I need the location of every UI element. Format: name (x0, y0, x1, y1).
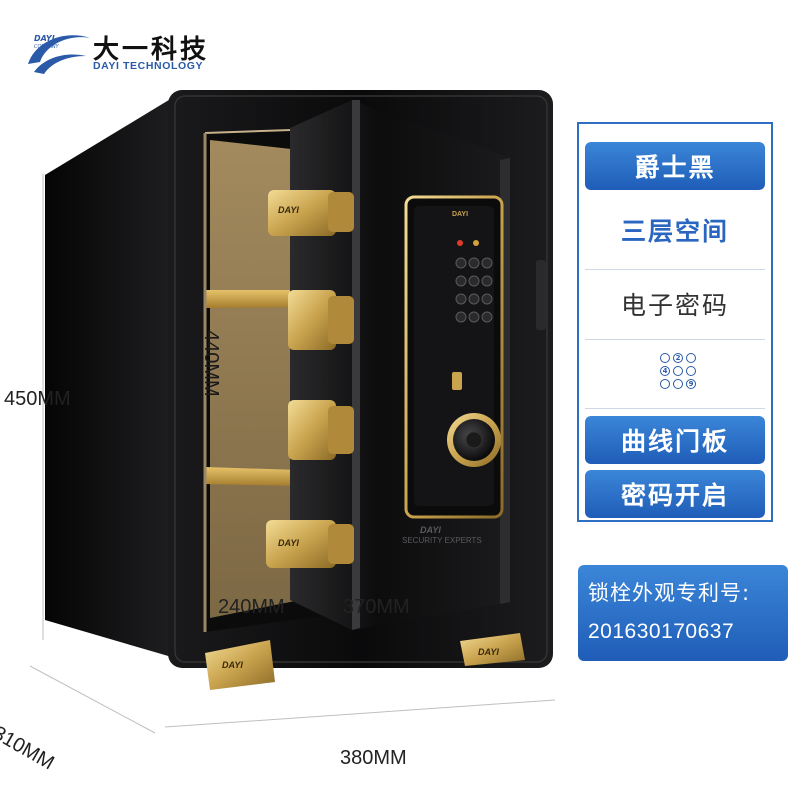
brand-name-cn: 大一科技 (93, 35, 210, 65)
electronic-lock-panel: DAYI (404, 195, 504, 519)
safe-interior (210, 140, 300, 618)
dimension-lines (29, 174, 556, 734)
dimension-width: 380MM (340, 747, 407, 769)
svg-text:DAYI: DAYI (420, 525, 441, 535)
brand-mark-text: DAYI COMPANY (34, 34, 59, 51)
svg-text:DAYI: DAYI (278, 205, 299, 215)
feature-door-shape: 曲线门板 (585, 416, 765, 464)
dimension-inner-depth: 240MM (218, 596, 285, 618)
dimension-inner-height: 440MM (200, 330, 222, 397)
safe-side-panel (45, 92, 182, 660)
feature-divider (585, 339, 765, 340)
feature-divider (585, 269, 765, 270)
lock-bolts: DAYI DAYI (266, 190, 354, 568)
shelf-top (205, 290, 300, 308)
feature-space: 三层空间 (620, 217, 729, 246)
keypad-icon: 2 4 9 (660, 353, 696, 389)
svg-text:DAYI: DAYI (452, 211, 468, 218)
brand-logo: DAYI COMPANY 大一科技 DAYI TECHNOLOGY (24, 22, 224, 80)
feature-divider (585, 408, 765, 409)
feature-color: 爵士黑 (585, 142, 765, 190)
feature-lock-type: 电子密码 (620, 291, 729, 320)
dimension-height: 450MM (4, 388, 71, 410)
security-experts-tagline: SECURITY EXPERTS (402, 536, 482, 545)
brand-swoosh-icon (28, 35, 90, 74)
patent-number: 201630170637 (588, 620, 735, 643)
gold-feet: DAYI DAYI (205, 633, 525, 690)
shelf-bottom (205, 467, 300, 486)
svg-text:DAYI: DAYI (278, 538, 299, 548)
feature-panel: 爵士黑 三层空间 电子密码 2 4 9 曲线门板 密码开启 (577, 122, 773, 522)
brand-name-en: DAYI TECHNOLOGY (93, 60, 204, 72)
dimension-inner-width: 370MM (343, 596, 410, 618)
feature-open-method: 密码开启 (585, 470, 765, 518)
svg-text:DAYI: DAYI (478, 647, 499, 657)
svg-text:DAYI: DAYI (222, 660, 243, 670)
patent-box: 锁栓外观专利号: 201630170637 (578, 565, 788, 661)
patent-label: 锁栓外观专利号: (588, 581, 751, 605)
